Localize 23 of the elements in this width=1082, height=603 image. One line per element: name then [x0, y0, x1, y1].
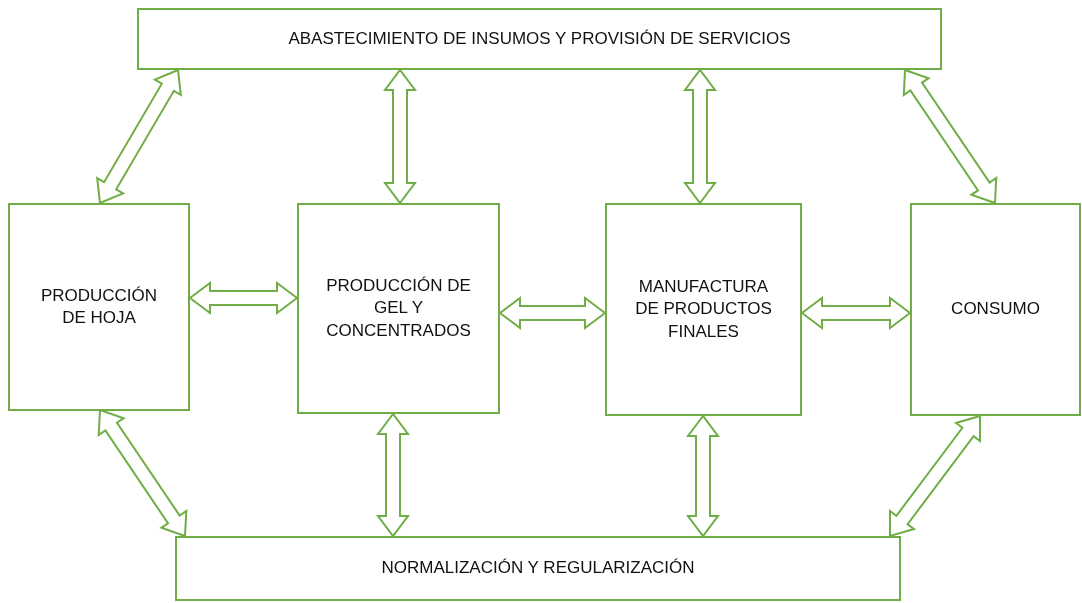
double-block-arrow	[383, 68, 417, 205]
double-block-arrow	[188, 281, 299, 315]
double-block-arrow	[498, 296, 607, 330]
process-box	[910, 203, 1081, 416]
double-block-arrow	[889, 414, 981, 538]
process-box	[175, 536, 901, 601]
box-label: PRODUCCIÓN DE GEL Y CONCENTRADOS	[325, 275, 472, 342]
process-box	[137, 8, 942, 70]
box-label: ABASTECIMIENTO DE INSUMOS Y PROVISIÓN DE SERVICIOS	[288, 27, 791, 50]
double-block-arrow	[686, 414, 720, 538]
double-block-arrow	[800, 296, 912, 330]
box-label: MANUFACTURA DE PRODUCTOS FINALES	[634, 276, 773, 343]
box-label: CONSUMO	[951, 298, 1040, 321]
double-block-arrow	[97, 408, 188, 538]
box-label: PRODUCCIÓN DE HOJA	[39, 284, 159, 329]
process-box	[297, 203, 500, 414]
double-block-arrow	[683, 68, 717, 205]
double-block-arrow	[902, 68, 998, 205]
box-label: NORMALIZACIÓN Y REGULARIZACIÓN	[381, 557, 695, 580]
process-box	[8, 203, 190, 411]
double-block-arrow	[376, 412, 410, 538]
process-box	[605, 203, 802, 416]
double-block-arrow	[96, 68, 182, 205]
